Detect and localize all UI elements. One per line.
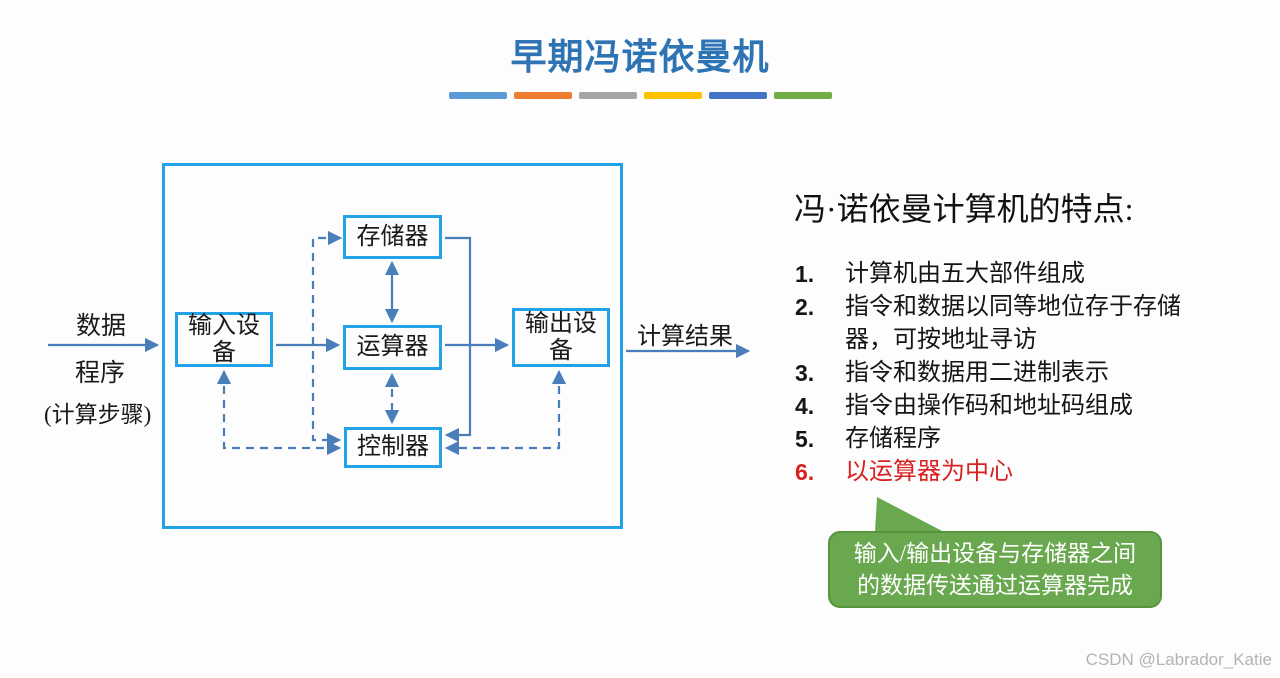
- page-title: 早期冯诺依曼机: [510, 37, 770, 77]
- feature-item-highlighted: 6. 以运算器为中心: [795, 456, 1255, 489]
- callout-line-1: 输入/输出设备与存储器之间: [853, 540, 1137, 566]
- feature-number: 2.: [795, 294, 815, 320]
- callout-bubble: 输入/输出设备与存储器之间 的数据传送通过运算器完成: [828, 531, 1162, 608]
- feature-text: 指令和数据以同等地位存于存储器，可按地址寻访: [845, 294, 1181, 353]
- feature-item: 3. 指令和数据用二进制表示: [795, 357, 1255, 390]
- label-calc-result: 计算结果: [637, 324, 733, 350]
- feature-text: 计算机由五大部件组成: [845, 261, 1085, 287]
- feature-number: 4.: [795, 393, 815, 419]
- box-controller: 控制器: [344, 427, 442, 468]
- label-calc-steps: (计算步骤): [44, 402, 152, 427]
- accent-bar: [708, 92, 767, 99]
- feature-item: 1. 计算机由五大部件组成: [795, 258, 1255, 291]
- feature-number: 6.: [795, 459, 815, 485]
- box-input-device: 输入设备: [175, 312, 273, 367]
- feature-item: 4. 指令由操作码和地址码组成: [795, 390, 1255, 423]
- accent-bar: [448, 92, 507, 99]
- features-list: 1. 计算机由五大部件组成 2. 指令和数据以同等地位存于存储器，可按地址寻访 …: [795, 258, 1255, 489]
- features-heading: 冯·诺依曼计算机的特点:: [794, 191, 1134, 227]
- label-data: 数据: [76, 313, 127, 340]
- feature-text: 指令由操作码和地址码组成: [845, 393, 1133, 419]
- feature-item: 2. 指令和数据以同等地位存于存储器，可按地址寻访: [795, 291, 1255, 357]
- box-memory: 存储器: [343, 215, 442, 259]
- feature-text: 存储程序: [845, 426, 941, 452]
- accent-bar: [643, 92, 702, 99]
- box-output-device: 输出设备: [512, 308, 610, 367]
- accent-bars: [0, 92, 1280, 99]
- feature-text: 以运算器为中心: [845, 459, 1013, 485]
- feature-item: 5. 存储程序: [795, 423, 1255, 456]
- callout-tail: [875, 497, 944, 532]
- accent-bar: [578, 92, 637, 99]
- watermark: CSDN @Labrador_Katie: [1085, 650, 1272, 669]
- box-alu: 运算器: [343, 325, 442, 370]
- feature-number: 5.: [795, 426, 815, 452]
- feature-number: 3.: [795, 360, 815, 386]
- label-program: 程序: [75, 360, 126, 387]
- accent-bar: [513, 92, 572, 99]
- feature-number: 1.: [795, 261, 815, 287]
- callout-line-2: 的数据传送通过运算器完成: [857, 572, 1133, 598]
- feature-text: 指令和数据用二进制表示: [845, 360, 1109, 386]
- machine-boundary: [162, 163, 623, 529]
- accent-bar: [773, 92, 832, 99]
